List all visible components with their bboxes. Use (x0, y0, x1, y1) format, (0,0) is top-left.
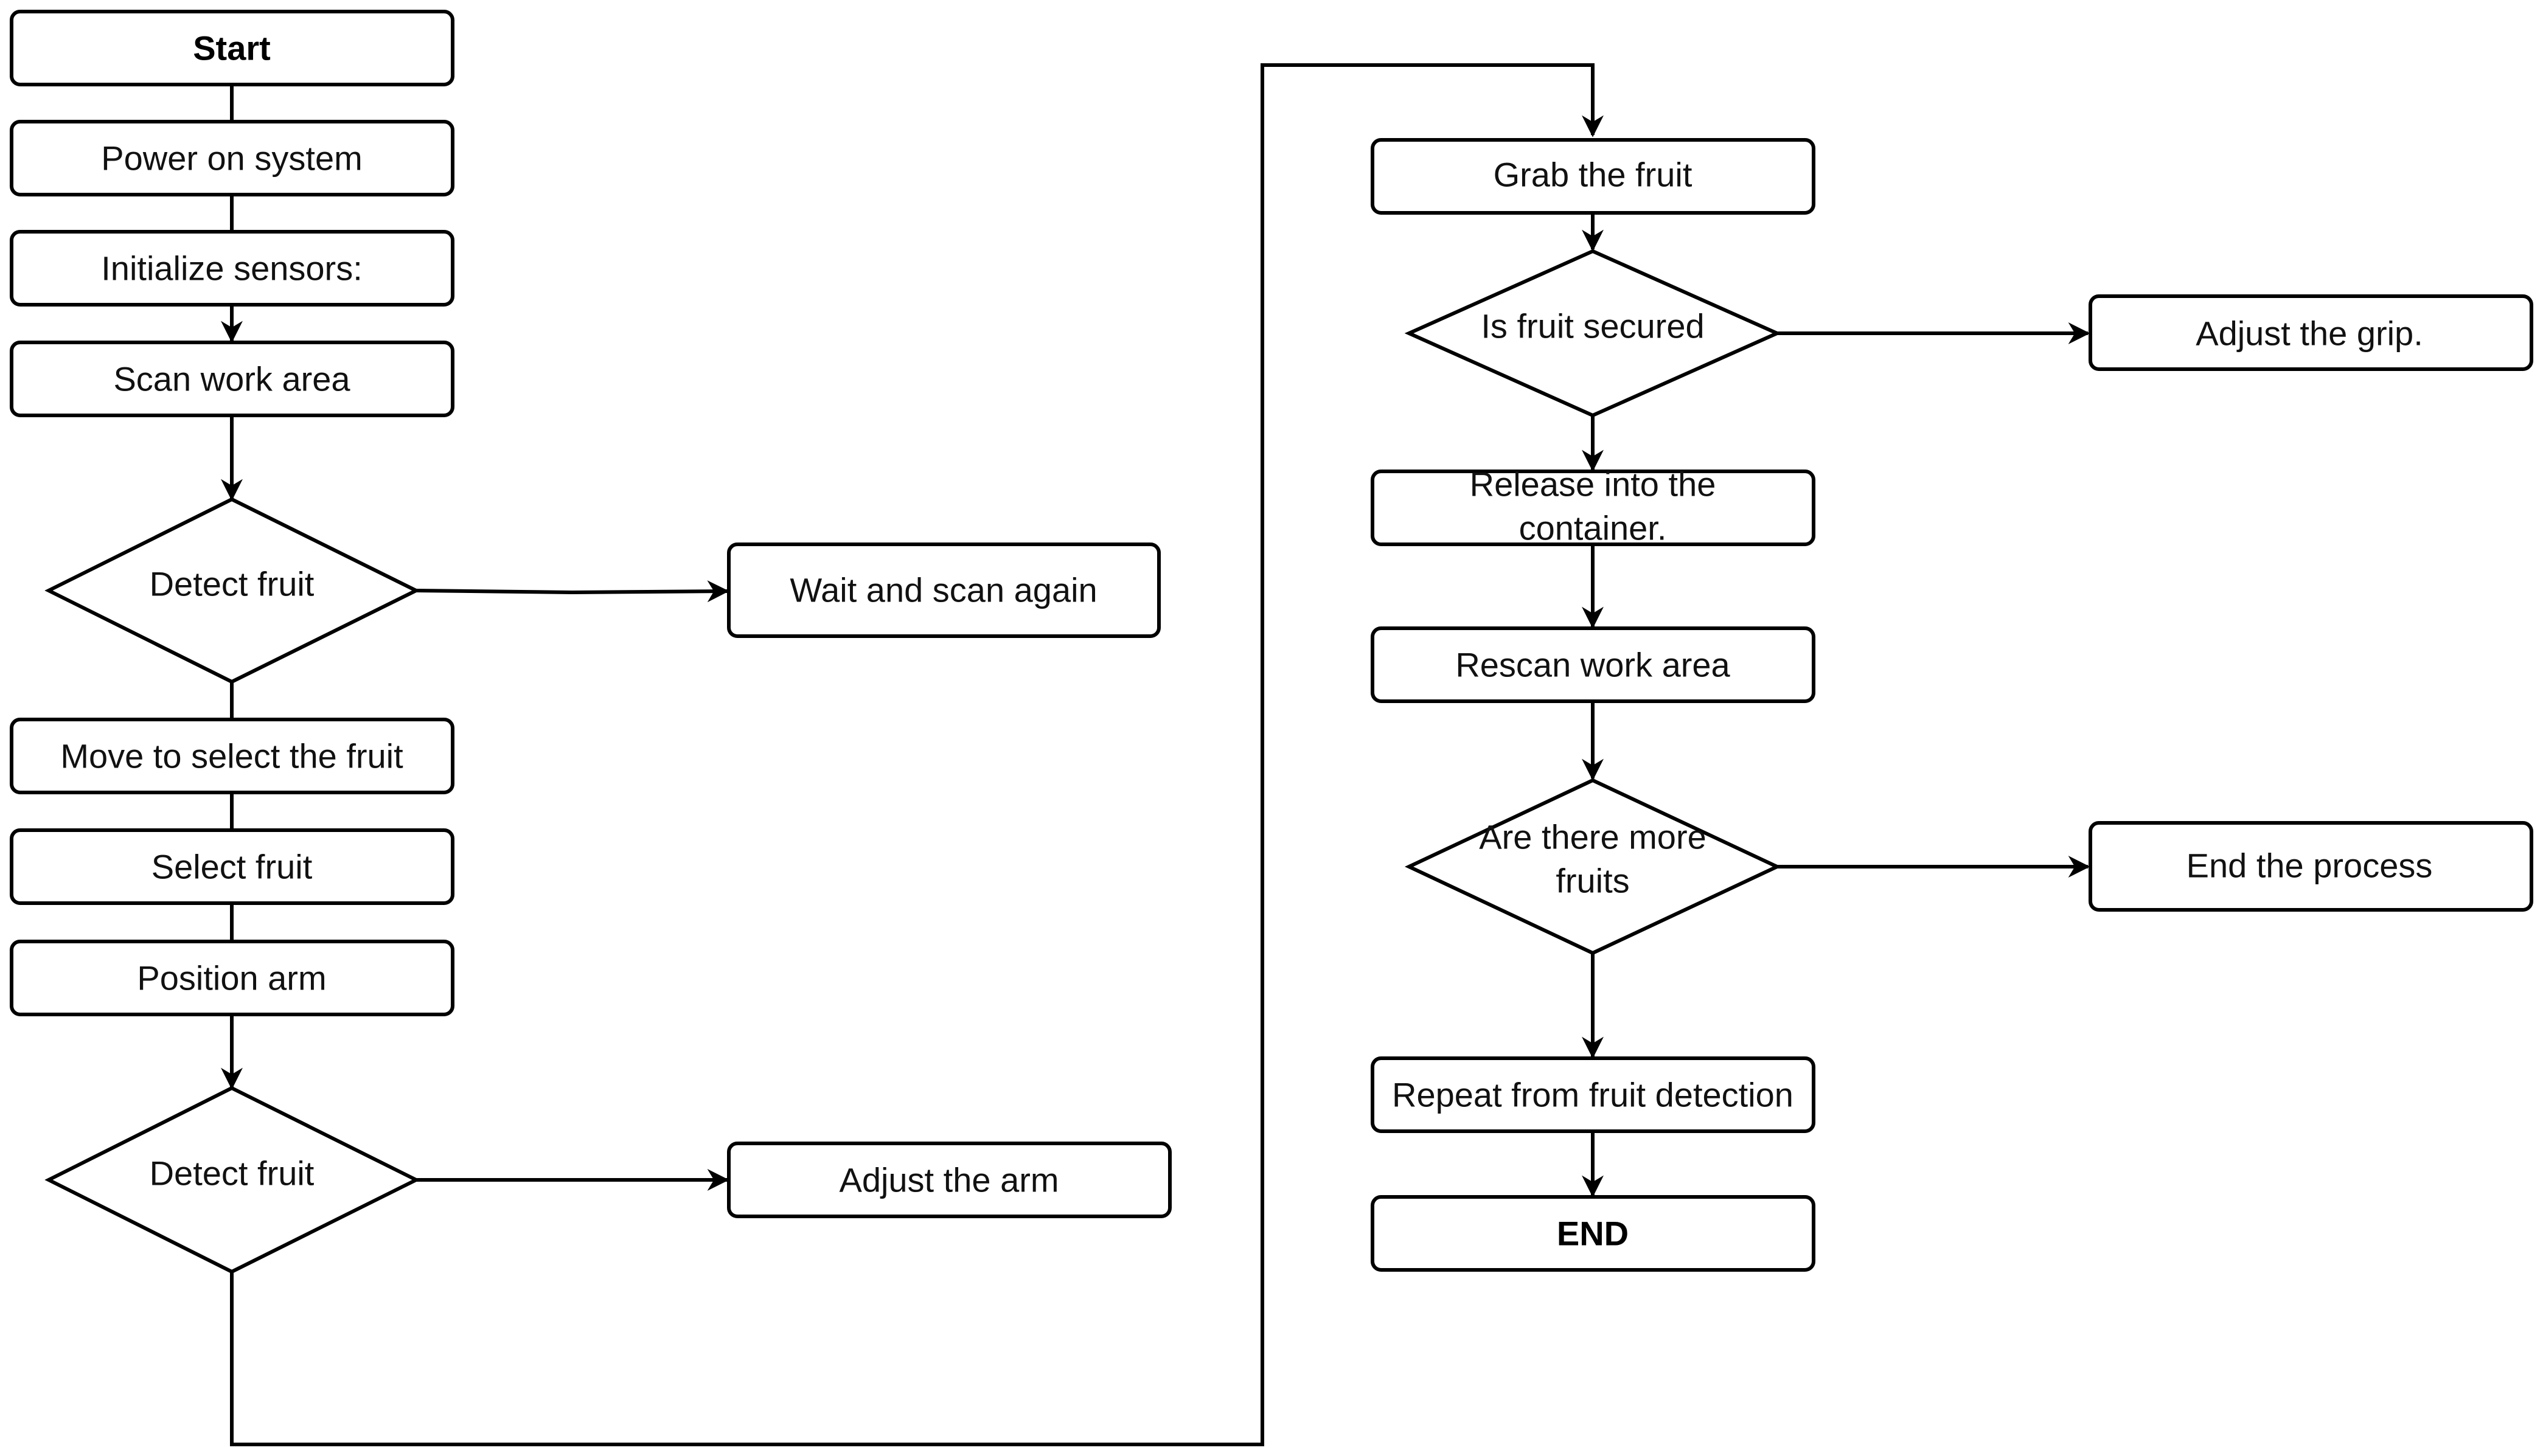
node-position-arm: Position arm (10, 940, 454, 1016)
node-start-label: Start (193, 29, 271, 68)
node-select-fruit: Select fruit (10, 828, 454, 905)
node-adjust-arm-label: Adjust the arm (839, 1161, 1059, 1199)
decision-detect-fruit-1-label: Detect fruit (150, 565, 315, 603)
decision-more-fruits: Are there more fruits (1404, 778, 1782, 955)
node-position-arm-label: Position arm (137, 959, 326, 997)
node-wait-and-scan-label: Wait and scan again (790, 571, 1097, 609)
node-adjust-grip: Adjust the grip. (2089, 294, 2533, 371)
node-move-to-select: Move to select the fruit (10, 718, 454, 794)
node-end-label: END (1557, 1215, 1629, 1253)
decision-fruit-secured: Is fruit secured (1404, 249, 1782, 418)
decision-detect-fruit-2-label: Detect fruit (150, 1154, 315, 1193)
decision-fruit-secured-label: Is fruit secured (1481, 307, 1704, 345)
node-release-container: Release into the container. (1371, 465, 1815, 547)
edge-detect2-grab (230, 63, 1604, 1446)
node-adjust-grip-label: Adjust the grip. (2196, 314, 2423, 353)
node-adjust-arm: Adjust the arm (727, 1142, 1172, 1218)
node-scan-work-area: Scan work area (10, 341, 454, 417)
node-move-to-select-label: Move to select the fruit (60, 737, 403, 775)
node-scan-work-area-label: Scan work area (113, 360, 350, 398)
node-end-process: End the process (2089, 821, 2533, 912)
decision-more-fruits-label-line1: Are there more (1479, 818, 1706, 856)
node-wait-and-scan: Wait and scan again (727, 543, 1161, 638)
node-power-on-label: Power on system (101, 139, 363, 178)
decision-detect-fruit-1: Detect fruit (44, 497, 420, 684)
node-release-container-label-line1: Release into the (1470, 465, 1716, 504)
node-grab-fruit-label: Grab the fruit (1494, 156, 1692, 194)
node-end: END (1371, 1195, 1815, 1272)
node-rescan-work-area-label: Rescan work area (1455, 646, 1730, 684)
node-initialize-sensors: Initialize sensors: (10, 230, 454, 307)
decision-detect-fruit-2: Detect fruit (44, 1086, 420, 1274)
node-start: Start (10, 10, 454, 86)
node-power-on: Power on system (10, 120, 454, 196)
node-release-container-label-line2: container. (1519, 509, 1667, 547)
node-grab-fruit: Grab the fruit (1371, 138, 1815, 215)
node-end-process-label: End the process (2186, 847, 2433, 885)
edges (221, 63, 2090, 1446)
edge-detect1-wait (416, 580, 729, 603)
node-repeat-detection-label: Repeat from fruit detection (1392, 1076, 1793, 1114)
decision-more-fruits-label-line2: fruits (1556, 862, 1629, 900)
node-repeat-detection: Repeat from fruit detection (1371, 1056, 1815, 1133)
node-rescan-work-area: Rescan work area (1371, 626, 1815, 703)
node-initialize-sensors-label: Initialize sensors: (101, 249, 363, 288)
node-select-fruit-label: Select fruit (151, 848, 313, 886)
